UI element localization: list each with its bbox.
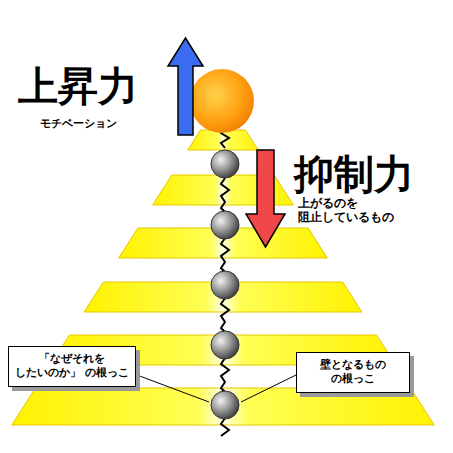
force-title: 抑制力 — [294, 150, 444, 198]
force-subtitle: モチベーション — [40, 117, 160, 130]
force-subtitle: 上がるのを 阻止しているもの — [298, 196, 410, 225]
force-title: 上昇力 — [18, 62, 168, 110]
up-arrow — [168, 38, 203, 135]
motivation-ball — [190, 69, 254, 133]
chain-balls — [211, 150, 239, 419]
callout-box: 壁となるもの の根っこ — [296, 352, 410, 393]
leader-lines — [137, 375, 296, 402]
callout-box: 「なぜそれを したいのか」 の根っこ — [8, 346, 136, 387]
callout-text: 「なぜそれを したいのか」 の根っこ — [13, 352, 131, 381]
down-arrow — [246, 150, 285, 247]
callout-text: 壁となるもの の根っこ — [301, 358, 405, 387]
